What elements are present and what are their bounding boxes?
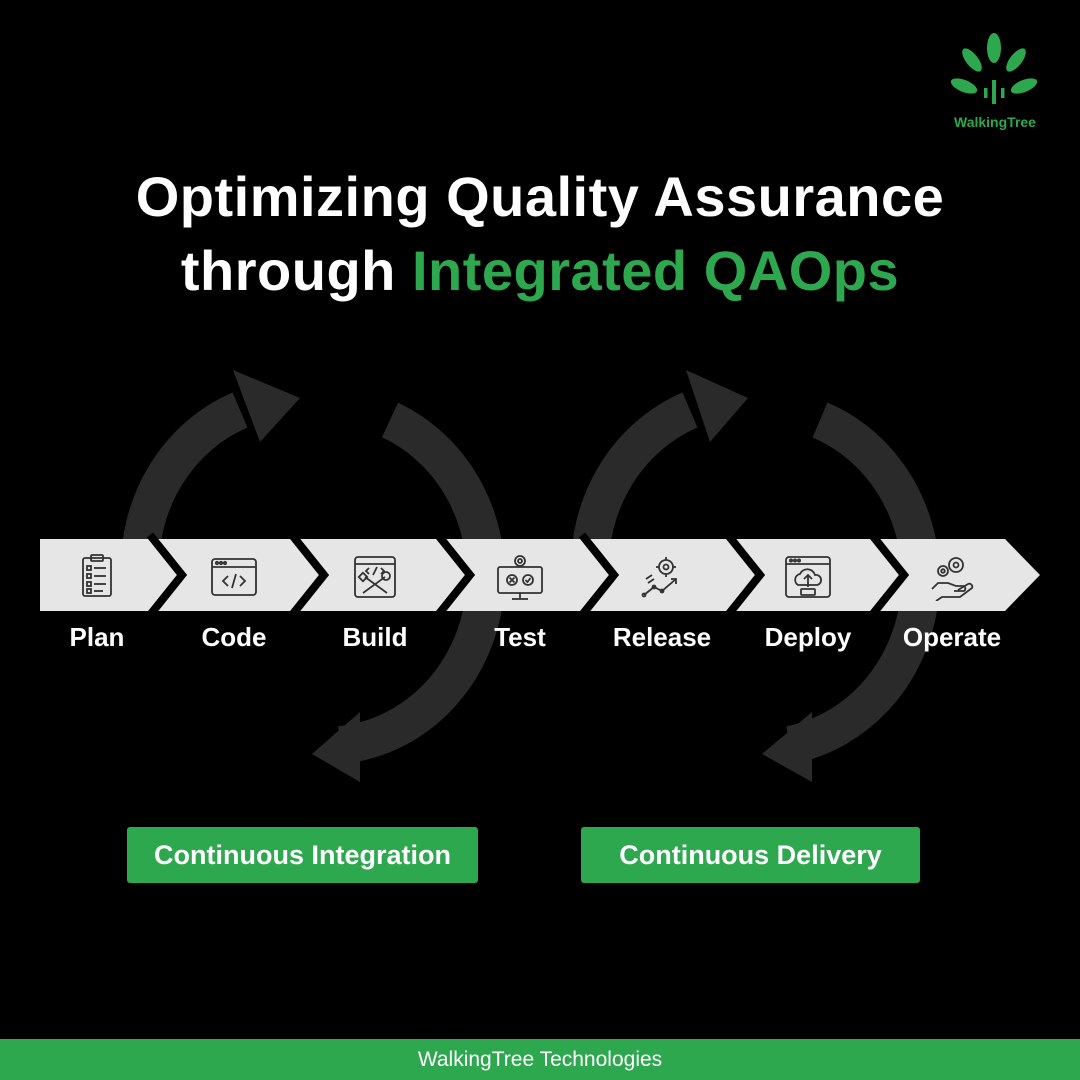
page-title: Optimizing Quality Assurance through Int…: [0, 160, 1080, 308]
title-line-1: Optimizing Quality Assurance: [135, 165, 945, 228]
tree-leaves-icon: [950, 33, 1038, 104]
test-monitor-icon: [496, 553, 544, 601]
rocket-gear-icon: [638, 553, 686, 601]
stage-label-operate: Operate: [902, 622, 1002, 652]
ci-cycle-arrowhead-top: [233, 370, 300, 442]
chevron-divider: [434, 532, 476, 618]
chevron-divider: [724, 532, 766, 618]
chevron-divider: [578, 532, 620, 618]
stage-label-code: Code: [201, 622, 267, 652]
title-line-2-accent: Integrated QAOps: [411, 239, 900, 302]
code-window-icon: [210, 553, 258, 601]
stage-label-plan: Plan: [69, 622, 125, 652]
stage-label-deploy: Deploy: [764, 622, 852, 652]
cd-cycle-arrowhead-top: [686, 370, 748, 442]
badge-continuous-delivery: Continuous Delivery: [581, 827, 920, 883]
ci-cycle-arrowhead-bottom: [312, 712, 360, 782]
chevron-divider: [868, 532, 910, 618]
hand-gears-icon: [928, 553, 976, 602]
stage-label-test: Test: [494, 622, 546, 652]
cd-cycle-arrowhead-bottom: [762, 712, 812, 782]
build-tools-icon: [351, 553, 399, 601]
walkingtree-logo: WalkingTree: [945, 30, 1055, 140]
footer-bar: WalkingTree Technologies: [0, 1039, 1080, 1080]
title-line-2: through Integrated QAOps: [0, 234, 1080, 308]
title-line-2-prefix: through: [180, 239, 412, 302]
stage-label-build: Build: [342, 622, 408, 652]
checklist-icon: [73, 553, 121, 601]
cloud-upload-icon: [784, 553, 832, 601]
stage-label-release: Release: [612, 622, 712, 652]
chevron-divider: [146, 532, 188, 618]
badge-continuous-integration: Continuous Integration: [127, 827, 478, 883]
chevron-divider: [288, 532, 330, 618]
logo-text: WalkingTree: [954, 114, 1036, 130]
